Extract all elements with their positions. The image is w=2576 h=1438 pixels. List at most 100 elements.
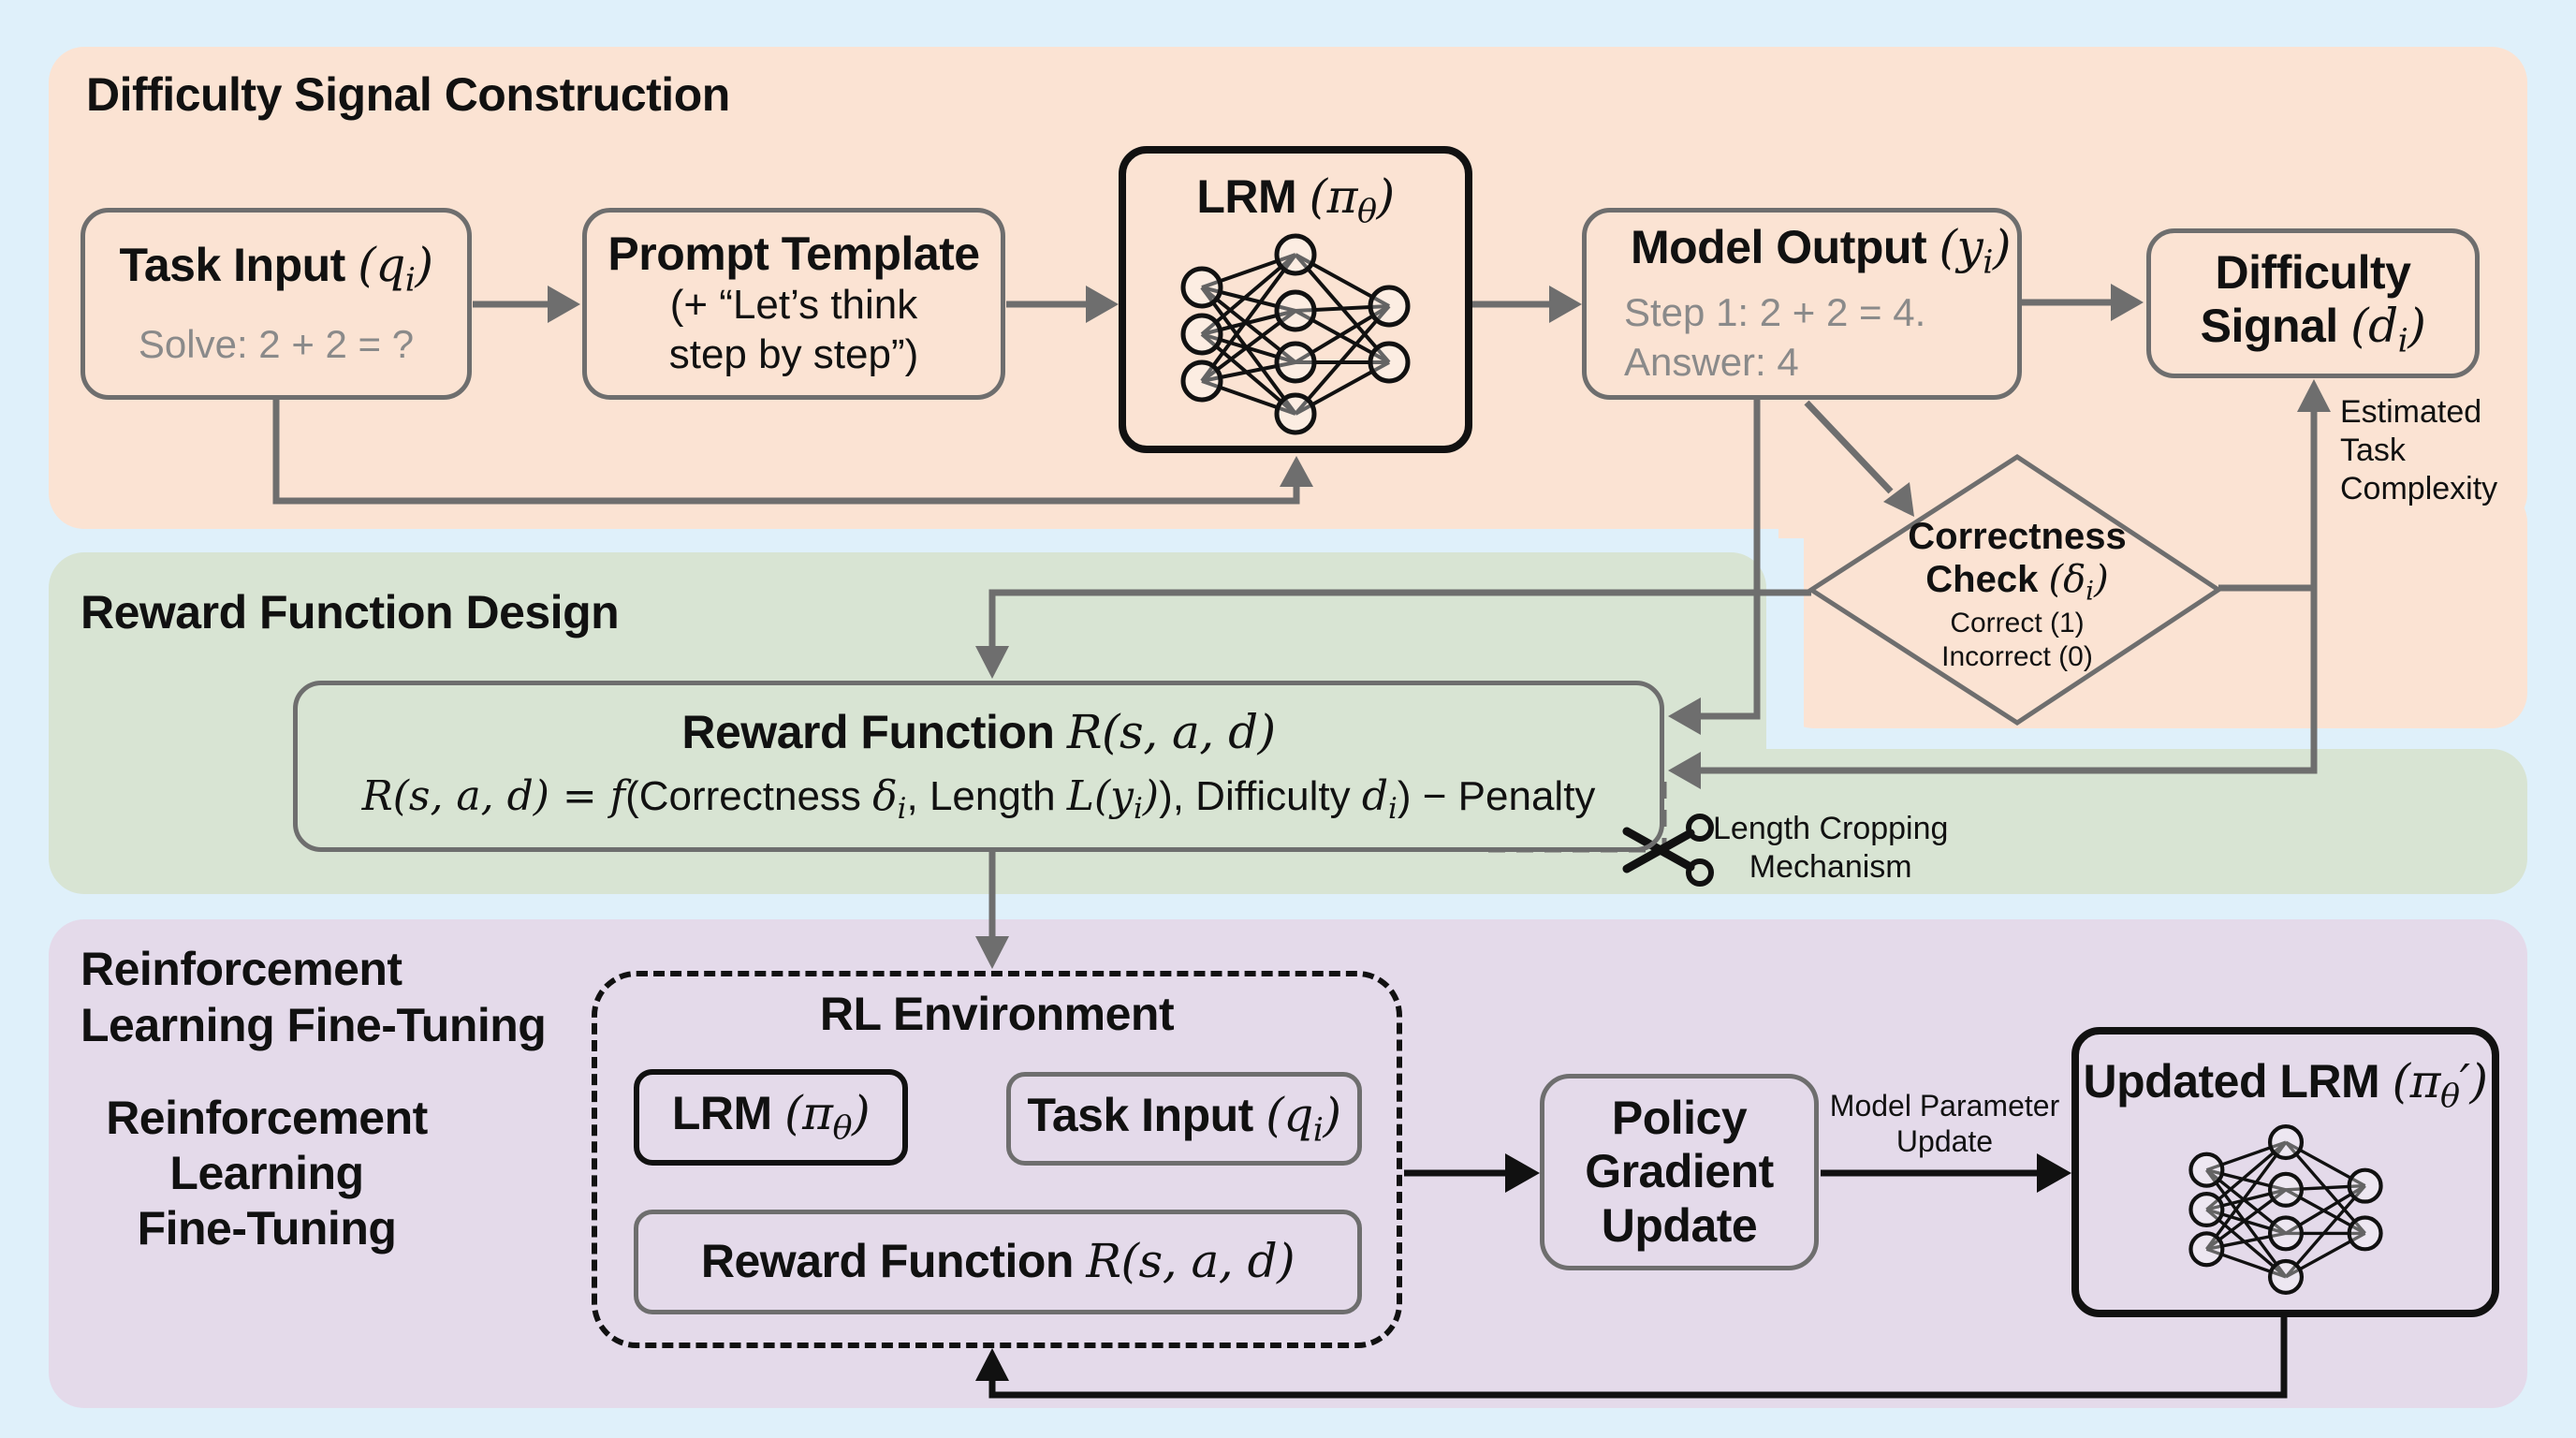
panel-gap (1766, 538, 1804, 749)
correctness-incorrect: Incorrect (0) (1941, 640, 2093, 672)
lrm-node[interactable]: LRM (πθ) (1119, 146, 1472, 453)
task-input-example: Solve: 2 + 2 = ? (138, 321, 415, 366)
nn-node (1274, 289, 1317, 332)
difficulty-signal-line1: Difficulty (2215, 245, 2411, 299)
nn-edge (1295, 303, 1390, 313)
policy-gradient-node[interactable]: Policy Gradient Update (1540, 1074, 1819, 1270)
arrowhead (1505, 1153, 1540, 1193)
nn-edge (2204, 1168, 2287, 1278)
reward-function-title: Reward Function R(s, a, d) (681, 704, 1276, 759)
section-title-reward: Reward Function Design (80, 586, 620, 638)
arrowhead (2037, 1153, 2071, 1193)
nn-node (1274, 233, 1317, 276)
nn-node (2267, 1258, 2304, 1295)
nn-node (1368, 285, 1411, 328)
arrow-check-to-reward (988, 589, 1811, 655)
nn-node (2267, 1171, 2304, 1208)
updated-lrm-node[interactable]: Updated LRM (πθ′) (2071, 1027, 2499, 1317)
model-output-node[interactable]: Model Output (yi) Step 1: 2 + 2 = 4. Ans… (1582, 208, 2022, 400)
policy-gradient-line1: Policy (1611, 1091, 1748, 1144)
nn-node (2347, 1167, 2383, 1204)
length-cropping-label: Length Cropping Mechanism (1713, 810, 1948, 887)
rl-side-label-line2: Learning (169, 1147, 364, 1199)
neural-network-icon (2188, 1123, 2383, 1295)
arrowhead (1883, 482, 1914, 517)
section-reward-panel (49, 552, 1766, 894)
nn-edge (2285, 1183, 2365, 1192)
nn-edge (2284, 1184, 2366, 1278)
nn-node (2188, 1231, 2224, 1268)
arrow-check-to-difficulty (2218, 403, 2318, 592)
arrow-output-to-reward (1699, 398, 1761, 720)
annotation-line: Complexity (2340, 470, 2498, 506)
rl-env-task-input[interactable]: Task Input (qi) (1006, 1072, 1362, 1166)
prompt-template-line3: step by step”) (668, 331, 919, 378)
nn-edge (2205, 1231, 2286, 1251)
rl-env-lrm[interactable]: LRM (πθ) (634, 1069, 908, 1166)
arrowhead (975, 1348, 1009, 1381)
nn-edge (1200, 286, 1297, 415)
nn-edge (2205, 1187, 2286, 1211)
prompt-template-node[interactable]: Prompt Template (+ “Let’s think step by … (582, 208, 1005, 400)
nn-node (2267, 1123, 2304, 1160)
arrow-task-to-lrm-bottom (272, 398, 1300, 505)
lrm-title: LRM (πθ) (1196, 169, 1395, 231)
annotation-line: Model Parameter (1829, 1089, 2060, 1123)
reward-function-formula: R(s, a, d) = f(Correctness δi, Length L(… (361, 772, 1596, 827)
model-output-step: Step 1: 2 + 2 = 4. (1624, 290, 1926, 335)
rl-env-lrm-label: LRM (πθ) (671, 1086, 871, 1148)
rl-side-label-line1: Reinforcement (106, 1092, 428, 1144)
policy-gradient-line3: Update (1601, 1198, 1758, 1252)
arrowhead (548, 286, 580, 323)
arrowhead (2111, 284, 2144, 321)
nn-node (1274, 392, 1317, 435)
nn-edge (1200, 253, 1297, 382)
nn-node (2188, 1152, 2224, 1188)
arrow-difficulty-to-reward (1699, 588, 2318, 774)
rl-env-task-input-label: Task Input (qi) (1027, 1087, 1341, 1150)
nn-node (1180, 360, 1223, 403)
rl-side-label-line3: Fine-Tuning (137, 1202, 397, 1255)
arrowhead (1668, 752, 1701, 789)
neural-network-icon (1180, 233, 1411, 435)
arrowhead (1280, 456, 1313, 487)
nn-edge (1201, 360, 1296, 383)
arrow-updated-to-env (988, 1315, 2288, 1399)
arrowhead (975, 936, 1009, 969)
section-title-rl: Reinforcement Learning Fine-Tuning (80, 941, 547, 1053)
difficulty-signal-line2: Signal (di) (2200, 299, 2426, 360)
section-title-rl-line2: Learning Fine-Tuning (80, 999, 547, 1051)
reward-function-node[interactable]: Reward Function R(s, a, d) R(s, a, d) = … (293, 681, 1664, 852)
correctness-check-text: Correctness Check (δi) Correct (1) Incor… (1858, 515, 2176, 674)
task-input-node[interactable]: Task Input (qi) Solve: 2 + 2 = ? (80, 208, 472, 400)
policy-gradient-line2: Gradient (1585, 1145, 1774, 1198)
nn-node (1368, 341, 1411, 384)
nn-node (2188, 1191, 2224, 1227)
difficulty-signal-node[interactable]: Difficulty Signal (di) (2146, 228, 2480, 378)
arrowhead (1086, 286, 1119, 323)
task-input-title: Task Input (qi) (119, 237, 433, 300)
correctness-check-diamond[interactable] (1807, 454, 2223, 726)
section-title-difficulty: Difficulty Signal Construction (86, 68, 730, 121)
nn-node (1180, 266, 1223, 309)
rl-environment-container[interactable] (592, 971, 1402, 1348)
correctness-correct: Correct (1) (1950, 607, 2085, 638)
correctness-check-line2: Check (δi) (1925, 558, 2109, 607)
updated-lrm-title: Updated LRM (πθ′) (2083, 1054, 2488, 1116)
model-output-answer: Answer: 4 (1624, 339, 1799, 384)
annotation-line: Update (1895, 1124, 1994, 1159)
nn-node (1180, 313, 1223, 356)
rl-env-reward-label: Reward Function R(s, a, d) (700, 1234, 1295, 1289)
arrowhead (2297, 379, 2331, 412)
arrowhead (975, 646, 1009, 679)
nn-edge (1201, 285, 1296, 313)
nn-edge (1294, 304, 1391, 416)
rl-env-reward-function[interactable]: Reward Function R(s, a, d) (634, 1210, 1362, 1314)
model-output-title: Model Output (yi) (1630, 219, 2012, 282)
nn-edge (2204, 1140, 2287, 1251)
nn-edge (2205, 1208, 2286, 1235)
rl-side-label: Reinforcement Learning Fine-Tuning (75, 1091, 459, 1256)
annotation-line: Length Cropping (1713, 811, 1949, 846)
annotation-line: Mechanism (1749, 848, 1912, 885)
